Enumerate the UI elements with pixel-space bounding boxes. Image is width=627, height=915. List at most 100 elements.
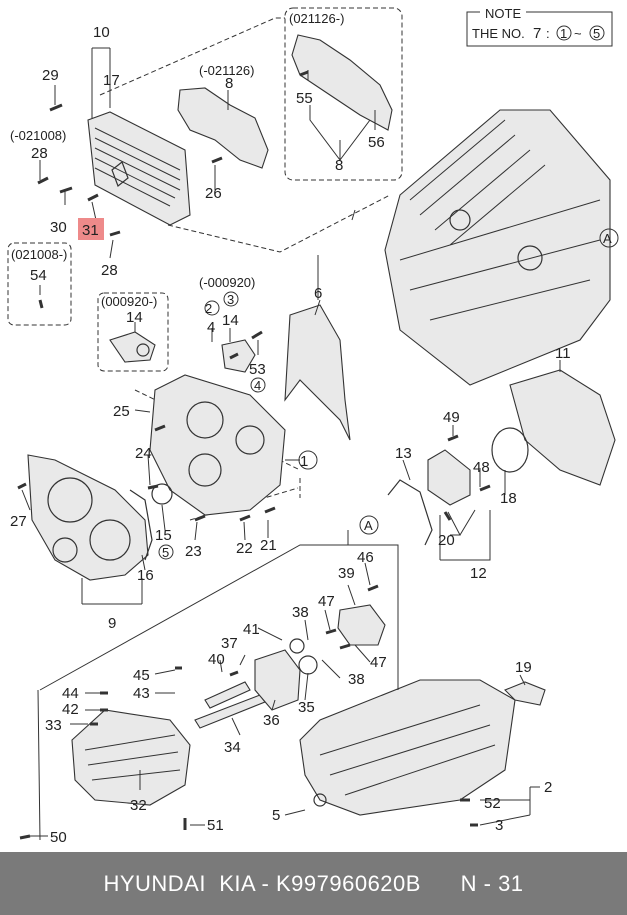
- callout-31: 31: [82, 222, 99, 239]
- callout-49: 49: [443, 409, 460, 426]
- seal-ring: [491, 427, 529, 473]
- oil-seal: [151, 483, 173, 505]
- callout-51: 51: [207, 817, 224, 834]
- callout-18: 18: [500, 490, 517, 507]
- callout-10: 10: [93, 24, 110, 41]
- callout-labels: 1 2 3 4 5 1 4 5 6 8 8 9 10 11 12 13 14 1…: [10, 24, 612, 846]
- callout-8-a: 8: [225, 75, 233, 92]
- oil-strainer: [504, 681, 546, 706]
- balancer-assembly: [71, 709, 191, 806]
- callout-A-1: A: [603, 231, 612, 246]
- parts-exploded-diagram: NOTE THE NO. 7 : 1 ~ 5 (021126-) (-02112…: [7, 6, 619, 846]
- leader-lines: [21, 47, 561, 837]
- variant-box-upper: [284, 7, 403, 181]
- back-plate: [284, 304, 351, 441]
- callout-56: 56: [368, 134, 385, 151]
- callout-21: 21: [260, 537, 277, 554]
- pump-14-old: [221, 339, 256, 373]
- callout-40: 40: [208, 651, 225, 668]
- callout-29: 29: [42, 67, 59, 84]
- callout-24: 24: [135, 445, 152, 462]
- engine-block: [384, 109, 611, 386]
- callout-25: 25: [113, 403, 130, 420]
- callout-38-a: 38: [292, 604, 309, 621]
- note-box: NOTE THE NO. 7 : 1 ~ 5: [466, 6, 613, 47]
- callout-9: 9: [108, 615, 116, 632]
- callout-20: 20: [438, 532, 455, 549]
- oil-seal-case: [427, 449, 471, 506]
- rear-plate: [509, 369, 616, 486]
- callout-14-a: 14: [126, 309, 143, 326]
- timing-cover-lower: [27, 454, 149, 581]
- callout-45: 45: [133, 667, 150, 684]
- date-code-upper-right: (021126-): [289, 11, 344, 26]
- callout-A-2: A: [364, 518, 373, 533]
- variant-box-pump: [97, 292, 169, 372]
- callout-22: 22: [236, 540, 253, 557]
- bracket-36: [254, 649, 301, 711]
- callout-35: 35: [298, 699, 315, 716]
- pump-14-new: [109, 331, 156, 363]
- callout-44: 44: [62, 685, 79, 702]
- callout-8-b: 8: [335, 157, 343, 174]
- callout-28-a: 28: [31, 145, 48, 162]
- gasket-8-a: [177, 87, 269, 169]
- callout-23: 23: [185, 543, 202, 560]
- callout-33: 33: [45, 717, 62, 734]
- case-gasket: [387, 479, 433, 546]
- date-code-left-upper: (-021008): [10, 128, 66, 143]
- circled-rings: [158, 228, 619, 560]
- callout-42: 42: [62, 701, 79, 718]
- callout-1: 1: [300, 453, 308, 470]
- cover-gasket: [129, 489, 153, 561]
- date-code-upper-mid: (-021126): [199, 63, 254, 78]
- callout-53: 53: [249, 361, 266, 378]
- callout-38-b: 38: [348, 671, 365, 688]
- oil-pan: [299, 679, 516, 816]
- note-range-tilde: ~: [574, 26, 582, 41]
- note-line-sep: :: [546, 26, 550, 41]
- callout-47-a: 47: [318, 593, 335, 610]
- note-line-prefix: THE NO.: [472, 26, 525, 41]
- callout-14-b: 14: [222, 312, 239, 329]
- gear-41: [289, 638, 305, 654]
- callout-46: 46: [357, 549, 374, 566]
- callout-17: 17: [103, 72, 120, 89]
- callout-50: 50: [50, 829, 67, 846]
- timing-cover-upper: [87, 111, 191, 226]
- shaft-40: [204, 681, 251, 709]
- callout-13: 13: [395, 445, 412, 462]
- callout-3-pan: 3: [495, 817, 503, 834]
- date-code-pump-new: (000920-): [101, 294, 157, 309]
- callout-12: 12: [470, 565, 487, 582]
- callout-48: 48: [473, 459, 490, 476]
- callout-3: 3: [227, 292, 234, 307]
- callout-34: 34: [224, 739, 241, 756]
- callout-5-circled: 5: [162, 545, 169, 560]
- callout-2: 2: [205, 301, 212, 316]
- callout-5: 5: [272, 807, 280, 824]
- callout-2-pan: 2: [544, 779, 552, 796]
- callout-6: 6: [314, 285, 322, 302]
- date-code-left-lower: (021008-): [11, 247, 67, 262]
- callout-54: 54: [30, 267, 47, 284]
- note-title: NOTE: [485, 6, 521, 21]
- date-code-pump-old: (-000920): [199, 275, 255, 290]
- bolts: [17, 70, 491, 840]
- callout-37: 37: [221, 635, 238, 652]
- callout-4: 4: [207, 319, 215, 336]
- callout-19: 19: [515, 659, 532, 676]
- callout-55: 55: [296, 90, 313, 107]
- callout-16: 16: [137, 567, 154, 584]
- callout-11: 11: [555, 345, 571, 362]
- housing-39: [337, 604, 386, 646]
- note-range-end: 5: [593, 26, 600, 41]
- callout-52: 52: [484, 795, 501, 812]
- front-case: [149, 374, 286, 516]
- gasket-8-b: [291, 34, 393, 131]
- callout-47-b: 47: [370, 654, 387, 671]
- footer-part-text: HYUNDAI KIA - K997960620B N - 31: [103, 870, 524, 896]
- callout-15: 15: [155, 527, 172, 544]
- callout-43: 43: [133, 685, 150, 702]
- callout-26: 26: [205, 185, 222, 202]
